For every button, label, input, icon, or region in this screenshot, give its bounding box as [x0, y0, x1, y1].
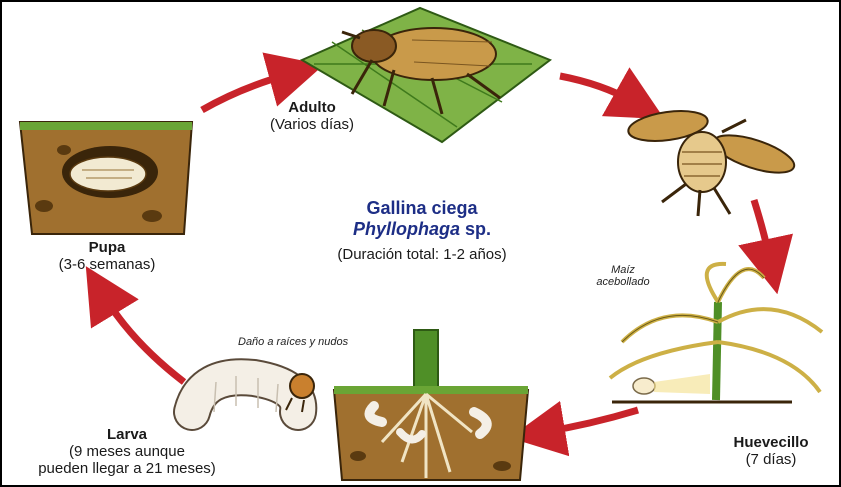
arrow-huevecillo-to-larva — [509, 400, 640, 457]
pupa-soil-block — [18, 121, 194, 235]
pupa-name: Pupa — [88, 239, 126, 256]
maize-note-line1: Maíz — [611, 264, 635, 276]
huevecillo-time: (7 días) — [745, 451, 797, 468]
species-genus: Phyllophaga — [352, 219, 460, 239]
roots-soil-block — [332, 329, 530, 481]
huevecillo-label: Huevecillo (7 días) — [706, 434, 836, 468]
maize-note: Maíz acebollado — [578, 264, 668, 288]
maize-note-line2: acebollado — [596, 276, 650, 288]
damage-note: Daño a raíces y nudos — [238, 336, 349, 348]
total-duration: (Duración total: 1-2 años) — [337, 246, 507, 263]
adulto-time: (Varios días) — [270, 116, 354, 133]
larva-grub — [173, 358, 318, 431]
arrow-adulto-to-flying — [559, 67, 665, 120]
pupa-label: Pupa (3-6 semanas) — [32, 239, 182, 273]
center-title-block: Gallina ciega Phyllophaga sp. (Duración … — [302, 198, 542, 263]
larva-label: Larva (9 meses aunque pueden llegar a 21… — [2, 426, 252, 477]
adult-beetle-on-leaf — [299, 6, 553, 144]
larva-time-line1: (9 meses aunque — [69, 443, 185, 460]
maize-plant-with-egg — [608, 261, 824, 404]
species-suffix: sp. — [460, 219, 492, 239]
larva-time-line2: pueden llegar a 21 meses) — [38, 460, 216, 477]
species-name: Phyllophaga sp. — [302, 219, 542, 240]
flying-beetle — [627, 110, 796, 217]
larva-name: Larva — [106, 426, 148, 443]
pupa-time: (3-6 semanas) — [58, 256, 156, 273]
adulto-label: Adulto (Varios días) — [252, 99, 372, 133]
arrow-pupa-to-adulto — [200, 52, 324, 114]
huevecillo-name: Huevecillo — [733, 434, 809, 451]
adulto-name: Adulto — [288, 99, 336, 116]
arrow-flying-to-huevecillo — [738, 198, 793, 295]
diagram-title: Gallina ciega — [366, 198, 478, 218]
arrow-larva-to-pupa — [85, 266, 187, 385]
